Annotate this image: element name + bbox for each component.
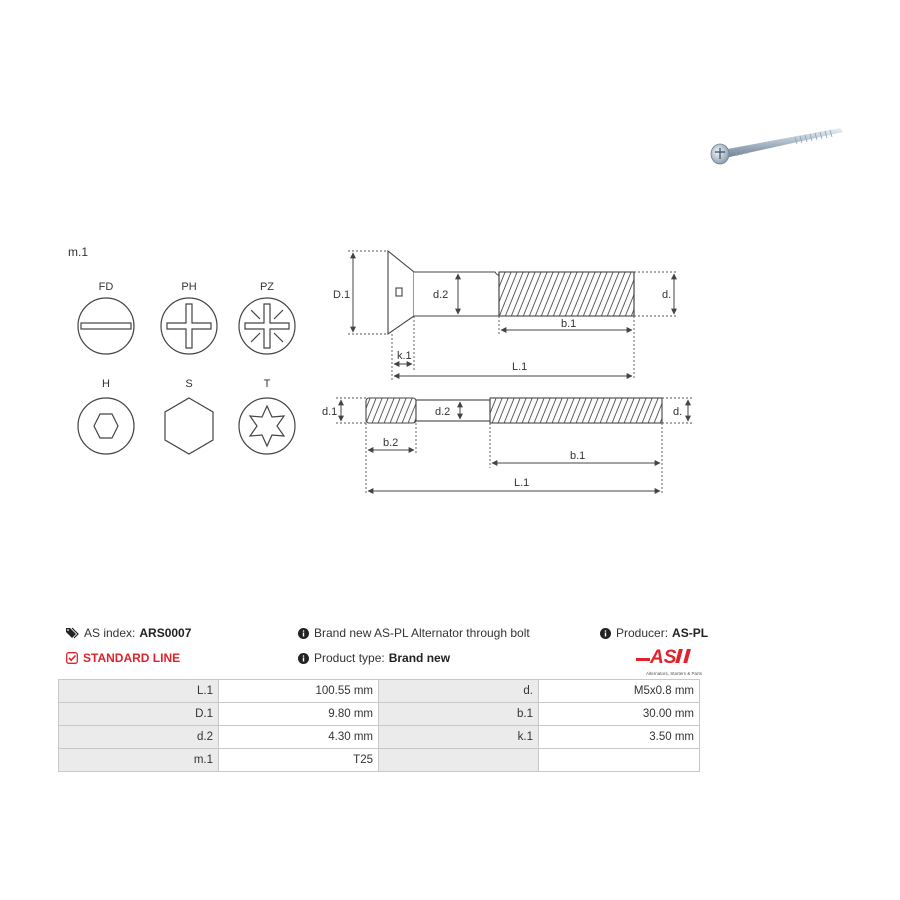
as-index-value: ARS0007: [139, 626, 192, 640]
logo-tagline: Alternators, Starters & Parts: [645, 671, 702, 676]
description: Brand new AS-PL Alternator through bolt: [298, 626, 530, 640]
standard-line-label: STANDARD LINE: [83, 651, 181, 665]
spec-key: m.1: [58, 748, 219, 772]
drive-label-pz: PZ: [259, 281, 275, 293]
spec-key: k.1: [378, 725, 539, 749]
drive-label-fd: FD: [98, 281, 114, 293]
dim-label-b1: b.1: [561, 318, 576, 330]
description-text: Brand new AS-PL Alternator through bolt: [314, 626, 530, 640]
slotted-drive-icon: [77, 297, 135, 355]
logo-text: AS: [649, 647, 677, 667]
spec-key: d.: [378, 679, 539, 703]
dim-label-b1-bottom: b.1: [570, 450, 585, 462]
spec-key: D.1: [58, 702, 219, 726]
table-row: D.1 9.80 mm b.1 30.00 mm: [58, 702, 700, 726]
spec-value: [538, 748, 700, 772]
producer-value: AS-PL: [672, 626, 709, 640]
drive-types-heading: m.1: [68, 245, 89, 259]
external-hex-drive-icon: [164, 397, 214, 455]
spec-key: d.2: [58, 725, 219, 749]
table-row: m.1 T25: [58, 748, 700, 772]
dim-label-k1: k.1: [397, 350, 412, 362]
tags-icon: [66, 627, 79, 639]
dim-label-d: d.: [662, 289, 671, 301]
product-type: Product type: Brand new: [298, 651, 450, 665]
bolt-technical-drawing: D.1 d.2 d. b.1 k.1 L.1 d.1 d.2 d. b.2 b.…: [322, 249, 692, 495]
info-icon: [298, 652, 309, 664]
drive-label-ph: PH: [181, 281, 197, 293]
spec-value: 30.00 mm: [538, 702, 700, 726]
dim-label-b2-bottom: b.2: [383, 437, 398, 449]
dim-label-d-bottom: d.: [673, 406, 682, 418]
product-type-value: Brand new: [388, 651, 451, 665]
dim-label-L1: L.1: [512, 361, 527, 373]
as-index: AS index: ARS0007: [66, 626, 191, 640]
producer-label: Producer:: [616, 626, 669, 640]
product-type-label: Product type:: [314, 651, 385, 665]
spec-value: M5x0.8 mm: [538, 679, 700, 703]
info-icon: [600, 627, 611, 639]
drive-types-icons: [77, 297, 296, 455]
dim-label-d2: d.2: [433, 289, 448, 301]
spec-key: L.1: [58, 679, 219, 703]
hex-socket-drive-icon: [77, 397, 135, 455]
dim-label-d1-bottom: d.1: [322, 406, 337, 418]
spec-value: 100.55 mm: [218, 679, 379, 703]
producer: Producer: AS-PL: [600, 626, 708, 640]
phillips-drive-icon: [160, 297, 218, 355]
spec-value: T25: [218, 748, 379, 772]
as-pl-logo-mark: AS: [636, 647, 691, 668]
dim-label-D1: D.1: [333, 289, 350, 301]
spec-table: L.1 100.55 mm d. M5x0.8 mm D.1 9.80 mm b…: [58, 679, 700, 772]
dim-label-d2-bottom: d.2: [435, 406, 450, 418]
spec-value: 3.50 mm: [538, 725, 700, 749]
table-row: d.2 4.30 mm k.1 3.50 mm: [58, 725, 700, 749]
info-icon: [298, 627, 309, 639]
as-pl-logo: AS Alternators, Starters & Parts: [636, 645, 702, 676]
dim-label-L1-bottom: L.1: [514, 477, 529, 489]
spec-value: 4.30 mm: [218, 725, 379, 749]
standard-line: STANDARD LINE: [66, 651, 180, 665]
spec-value: 9.80 mm: [218, 702, 379, 726]
drive-label-t: T: [263, 378, 271, 390]
torx-drive-icon: [238, 397, 296, 455]
spec-key: [378, 748, 539, 772]
spec-key: b.1: [378, 702, 539, 726]
product-photo: [710, 128, 843, 165]
drive-label-s: S: [185, 378, 193, 390]
as-index-label: AS index:: [84, 626, 136, 640]
checkbox-check-icon: [66, 652, 78, 664]
drive-label-h: H: [102, 378, 110, 390]
pozidriv-drive-icon: [238, 297, 296, 355]
table-row: L.1 100.55 mm d. M5x0.8 mm: [58, 679, 700, 703]
